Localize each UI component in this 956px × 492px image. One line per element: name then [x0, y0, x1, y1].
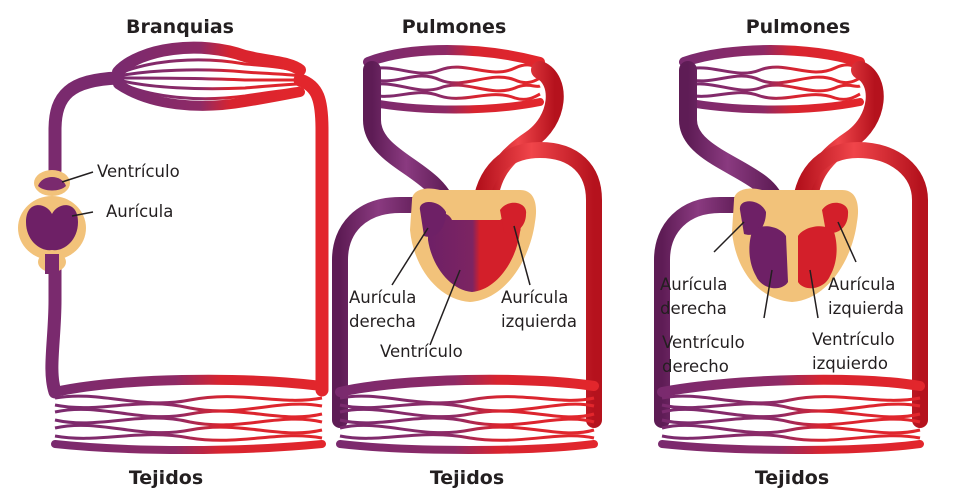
panel1-atrium-label: Aurícula [106, 202, 173, 221]
panel3-title: Pulmones [746, 16, 851, 38]
panel3-left-atrium-label-1: Aurícula [828, 275, 895, 294]
panel3-left-atrium-label-2: izquierda [828, 299, 904, 318]
amphibian-heart [410, 188, 536, 302]
panel2-right-atrium-label-2: derecha [349, 312, 416, 331]
lung-capillaries-3 [684, 50, 860, 110]
tissue-capillaries-2 [340, 380, 594, 450]
tissue-capillaries-3 [662, 380, 920, 450]
panel3-right-ventricle-label-2: derecho [662, 357, 729, 376]
lung-capillaries-2 [368, 50, 540, 110]
panel3-left-ventricle-label-2: izquierdo [812, 354, 888, 373]
tissue-capillaries-1 [55, 380, 322, 450]
panel-mammal: Pulmones Aurícula derecha Ventrículo der… [660, 16, 920, 489]
panel3-bottom-label: Tejidos [755, 467, 829, 489]
panel2-ventricle-label: Ventrículo [380, 342, 463, 361]
panel3-left-ventricle-label-1: Ventrículo [812, 330, 895, 349]
panel1-title: Branquias [126, 16, 234, 38]
panel3-right-ventricle-label-1: Ventrículo [662, 333, 745, 352]
panel2-left-atrium-label-2: izquierda [501, 312, 577, 331]
panel2-right-atrium-label-1: Aurícula [349, 288, 416, 307]
panel2-left-atrium-label-1: Aurícula [501, 288, 568, 307]
panel2-title: Pulmones [402, 16, 507, 38]
fish-heart [18, 170, 86, 274]
vessel-to-tissues [300, 80, 322, 390]
panel-fish: Branquias Ventrículo Aurícula Tejidos [18, 16, 322, 489]
panel-amphibian: Pulmones Aurícula derecha Ventrículo Aur… [340, 16, 594, 489]
panel3-right-atrium-label-2: derecha [660, 299, 727, 318]
panel2-bottom-label: Tejidos [430, 467, 504, 489]
vessel-to-gills [55, 78, 118, 170]
panel3-right-atrium-label-1: Aurícula [660, 275, 727, 294]
panel1-bottom-label: Tejidos [129, 467, 203, 489]
gill-capillaries [118, 48, 300, 106]
panel1-ventricle-label: Ventrículo [97, 162, 180, 181]
